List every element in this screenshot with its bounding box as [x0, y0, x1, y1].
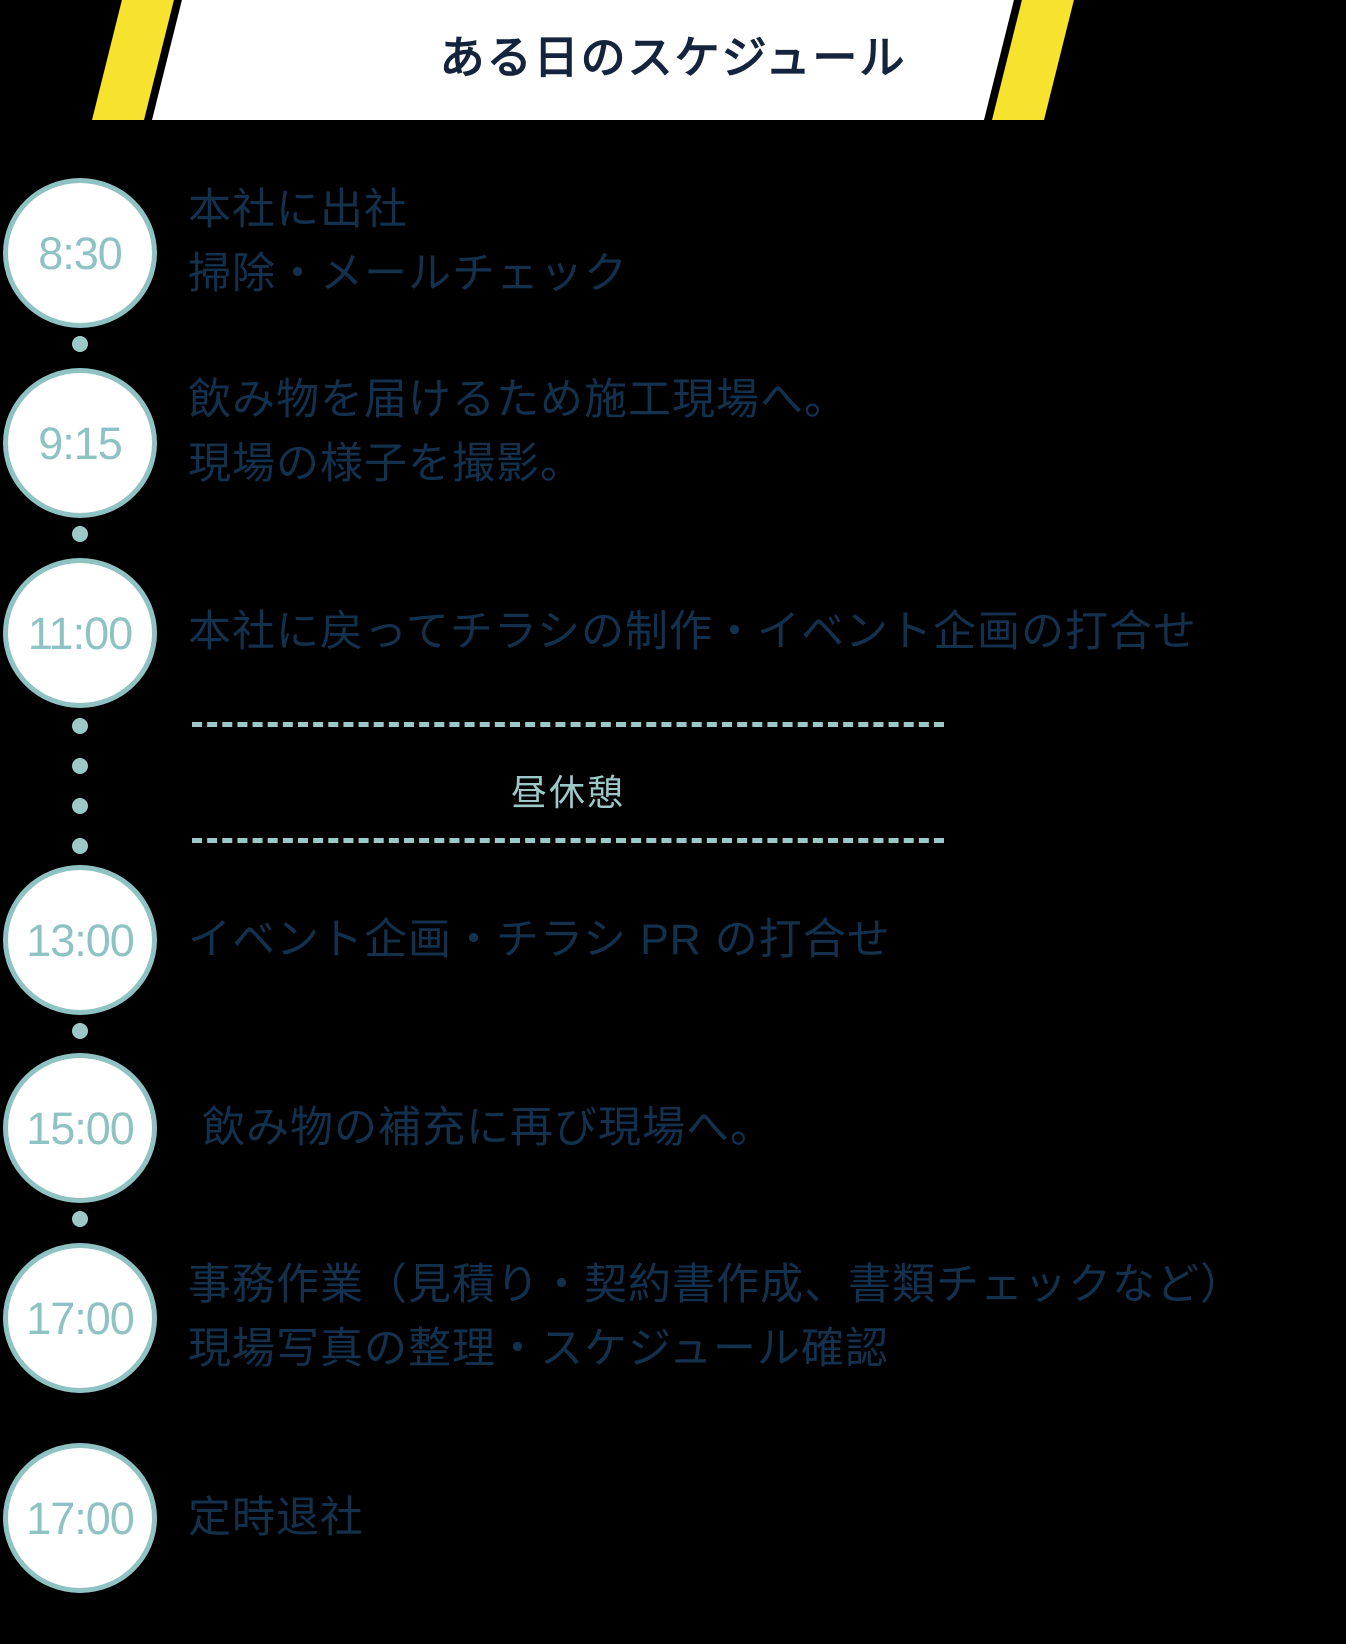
timeline-time-label: 17:00 — [26, 1292, 135, 1344]
timeline-dot — [72, 838, 88, 854]
timeline-entry-1300: イベント企画・チラシ PR の打合せ — [188, 908, 891, 972]
page-title: ある日のスケジュール — [439, 31, 907, 83]
timeline-entry-1700-leave: 定時退社 — [188, 1486, 364, 1550]
timeline: 8:30 本社に出社 掃除・メールチェック 9:15 飲み物を届けるため施工現場… — [0, 120, 1346, 1644]
timeline-dot — [72, 718, 88, 734]
entry-line: 掃除・メールチェック — [188, 250, 628, 298]
lunch-break-divider-bottom — [192, 838, 944, 843]
lunch-break-divider-top — [192, 722, 944, 727]
entry-line: 現場の様子を撮影。 — [188, 440, 584, 488]
timeline-dot — [72, 526, 88, 542]
timeline-time-label: 9:15 — [38, 417, 123, 469]
timeline-time-label: 15:00 — [26, 1102, 135, 1154]
entry-line: 事務作業（見積り・契約書作成、書類チェックなど） — [188, 1261, 1244, 1309]
timeline-dot — [72, 336, 88, 352]
timeline-dot — [72, 1023, 88, 1039]
entry-line: 本社に出社 — [188, 186, 408, 234]
timeline-badge-1700-leave: 17:00 — [3, 1443, 157, 1593]
timeline-badge-830: 8:30 — [3, 178, 157, 328]
entry-line: 現場写真の整理・スケジュール確認 — [188, 1325, 889, 1373]
timeline-time-label: 17:00 — [26, 1492, 135, 1544]
timeline-time-label: 11:00 — [27, 607, 133, 659]
timeline-dot — [72, 1211, 88, 1227]
timeline-time-label: 13:00 — [26, 914, 135, 966]
entry-line: イベント企画・チラシ PR の打合せ — [188, 916, 891, 964]
entry-line: 定時退社 — [188, 1494, 364, 1542]
timeline-time-label: 8:30 — [38, 227, 123, 279]
timeline-entry-1700-desk: 事務作業（見積り・契約書作成、書類チェックなど） 現場写真の整理・スケジュール確… — [188, 1253, 1244, 1381]
timeline-dot — [72, 798, 88, 814]
entry-line: 飲み物の補充に再び現場へ。 — [202, 1104, 774, 1152]
timeline-badge-1100: 11:00 — [3, 558, 157, 708]
timeline-badge-1500: 15:00 — [3, 1053, 157, 1203]
timeline-badge-1700-desk: 17:00 — [3, 1243, 157, 1393]
entry-line: 本社に戻ってチラシの制作・イベント企画の打合せ — [188, 608, 1197, 656]
timeline-entry-830: 本社に出社 掃除・メールチェック — [188, 178, 628, 306]
timeline-badge-1300: 13:00 — [3, 865, 157, 1015]
timeline-entry-915: 飲み物を届けるため施工現場へ。 現場の様子を撮影。 — [188, 368, 848, 496]
lunch-break-label: 昼休憩 — [510, 772, 625, 813]
timeline-entry-1100: 本社に戻ってチラシの制作・イベント企画の打合せ — [188, 600, 1197, 664]
header-banner: ある日のスケジュール — [0, 0, 1346, 120]
timeline-entry-1500: 飲み物の補充に再び現場へ。 — [202, 1096, 774, 1160]
timeline-dot — [72, 758, 88, 774]
entry-line: 飲み物を届けるため施工現場へ。 — [188, 376, 848, 424]
timeline-badge-915: 9:15 — [3, 368, 157, 518]
